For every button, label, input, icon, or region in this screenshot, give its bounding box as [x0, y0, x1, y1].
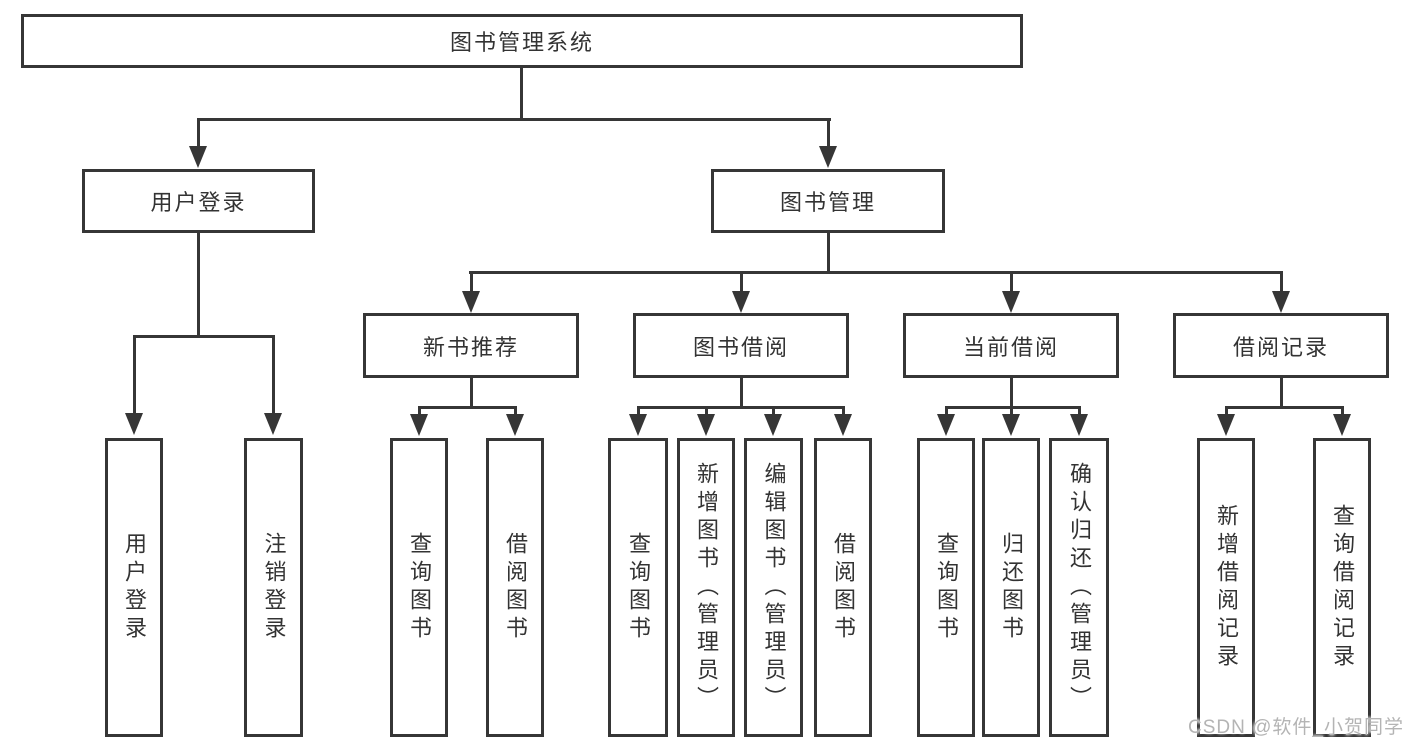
connector-root-stem [520, 66, 523, 120]
leaf-logout-label: 注销登录 [261, 531, 287, 644]
connector-current-down [1010, 376, 1013, 408]
node-library-system-label: 图书管理系统 [449, 30, 594, 55]
leaf-return-books: 归还图书 [982, 438, 1040, 737]
arrow-down-icon [506, 414, 524, 436]
arrow-down-icon [1217, 414, 1235, 436]
connector-level3-bus [469, 271, 1283, 274]
connector-leaf-stem [1225, 406, 1228, 418]
leaf-query-books-label: 查询图书 [407, 531, 432, 644]
connector-user-login-down [197, 231, 200, 337]
arrow-down-icon [834, 414, 852, 436]
connector-level3-stem [1280, 271, 1283, 293]
connector-book-mgmt-down [827, 231, 830, 273]
connector-leaf-stem [842, 406, 845, 418]
leaf-query-books-label: 查询图书 [934, 531, 959, 644]
leaf-add-book-admin-label: 新增图书（管理员） [694, 461, 719, 714]
connector-leaf-stem [133, 335, 136, 415]
node-current-borrowing-label: 当前借阅 [962, 334, 1059, 360]
arrow-down-icon [462, 291, 480, 313]
arrow-down-icon [189, 146, 207, 168]
leaf-query-borrow-record: 查询借阅记录 [1313, 438, 1371, 737]
connector-leaf-stem [945, 406, 948, 418]
connector-leaf-stem [772, 406, 775, 418]
connector-leaf-stem [1078, 406, 1081, 418]
leaf-logout: 注销登录 [244, 438, 303, 737]
leaf-edit-book-admin-label: 编辑图书（管理员） [761, 461, 787, 714]
connector-level3-stem [470, 271, 473, 293]
leaf-query-books-recommendation: 查询图书 [390, 438, 448, 737]
arrow-down-icon [1002, 414, 1020, 436]
leaf-user-login-label: 用户登录 [122, 531, 147, 644]
node-book-management-label: 图书管理 [779, 190, 876, 215]
node-book-borrowing: 图书借阅 [633, 313, 849, 378]
connector-root-bus [197, 118, 831, 121]
arrow-down-icon [1070, 414, 1088, 436]
arrow-down-icon [819, 146, 837, 168]
leaf-edit-book-admin: 编辑图书（管理员） [744, 438, 803, 737]
leaf-confirm-return-admin-label: 确认归还（管理员） [1067, 461, 1092, 714]
connector-records-down [1280, 376, 1283, 408]
connector-leaf-stem [637, 406, 640, 418]
connector-user-login-stem [197, 118, 200, 148]
arrow-down-icon [264, 413, 282, 435]
csdn-watermark: CSDN @软件_小贺同学 [1188, 717, 1404, 738]
leaf-query-books-label: 查询图书 [626, 531, 651, 644]
arrow-down-icon [125, 413, 143, 435]
leaf-borrow-books-label: 借阅图书 [831, 531, 856, 644]
arrow-down-icon [764, 414, 782, 436]
leaf-add-book-admin: 新增图书（管理员） [677, 438, 735, 737]
node-book-borrowing-label: 图书借阅 [692, 334, 789, 360]
connector-book-mgmt-stem [827, 118, 830, 148]
arrow-down-icon [937, 414, 955, 436]
node-user-login-label: 用户登录 [150, 190, 247, 215]
arrow-down-icon [410, 414, 428, 436]
connector-leaf-stem [705, 406, 708, 418]
connector-leaf-stem [514, 406, 517, 418]
leaf-user-login: 用户登录 [105, 438, 163, 737]
leaf-confirm-return-admin: 确认归还（管理员） [1049, 438, 1109, 737]
node-borrowing-records-label: 借阅记录 [1232, 334, 1329, 360]
leaf-query-borrow-record-label: 查询借阅记录 [1330, 503, 1355, 672]
connector-borrowing-down [740, 376, 743, 408]
arrow-down-icon [629, 414, 647, 436]
leaf-borrow-books-recommendation: 借阅图书 [486, 438, 544, 737]
arrow-down-icon [1272, 291, 1290, 313]
connector-user-login-bus [133, 335, 275, 338]
node-current-borrowing: 当前借阅 [903, 313, 1119, 378]
leaf-add-borrow-record-label: 新增借阅记录 [1214, 503, 1239, 672]
connector-leaf-stem [418, 406, 421, 418]
connector-records-bus [1225, 406, 1344, 409]
arrow-down-icon [1002, 291, 1020, 313]
leaf-borrow-books-label: 借阅图书 [503, 531, 528, 644]
leaf-query-books-current: 查询图书 [917, 438, 975, 737]
arrow-down-icon [1333, 414, 1351, 436]
leaf-add-borrow-record: 新增借阅记录 [1197, 438, 1255, 737]
connector-leaf-stem [1010, 406, 1013, 418]
connector-leaf-stem [272, 335, 275, 415]
leaf-query-books-borrowing: 查询图书 [608, 438, 668, 737]
connector-recommend-down [470, 376, 473, 408]
node-library-system: 图书管理系统 [21, 14, 1023, 68]
node-borrowing-records: 借阅记录 [1173, 313, 1389, 378]
connector-level3-stem [1010, 271, 1013, 293]
node-book-management: 图书管理 [711, 169, 945, 233]
connector-recommend-bus [418, 406, 517, 409]
connector-leaf-stem [1341, 406, 1344, 418]
connector-level3-stem [740, 271, 743, 293]
node-new-book-recommendation: 新书推荐 [363, 313, 579, 378]
arrow-down-icon [732, 291, 750, 313]
arrow-down-icon [697, 414, 715, 436]
leaf-borrow-books-borrowing: 借阅图书 [814, 438, 872, 737]
leaf-return-books-label: 归还图书 [999, 531, 1024, 644]
node-user-login: 用户登录 [82, 169, 315, 233]
connector-borrowing-bus [637, 406, 845, 409]
node-new-book-recommendation-label: 新书推荐 [422, 334, 519, 360]
